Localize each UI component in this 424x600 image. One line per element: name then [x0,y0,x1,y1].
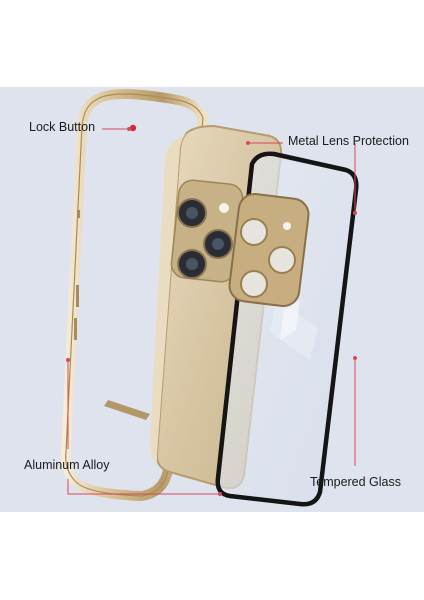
lens-guard [228,192,310,308]
lock-button-label: Lock Button [29,120,96,134]
metal-lens-protection-label: Metal Lens Protection [288,134,409,148]
aluminum-alloy-label: Aluminum Alloy [24,458,110,472]
tempered-glass-label: Tempered Glass [310,475,402,489]
aluminum-frame [60,89,208,501]
lock-button-dot [129,124,137,132]
callout-lines [67,128,356,495]
tempered-glass [215,151,359,507]
callout-endpoints [66,127,357,496]
